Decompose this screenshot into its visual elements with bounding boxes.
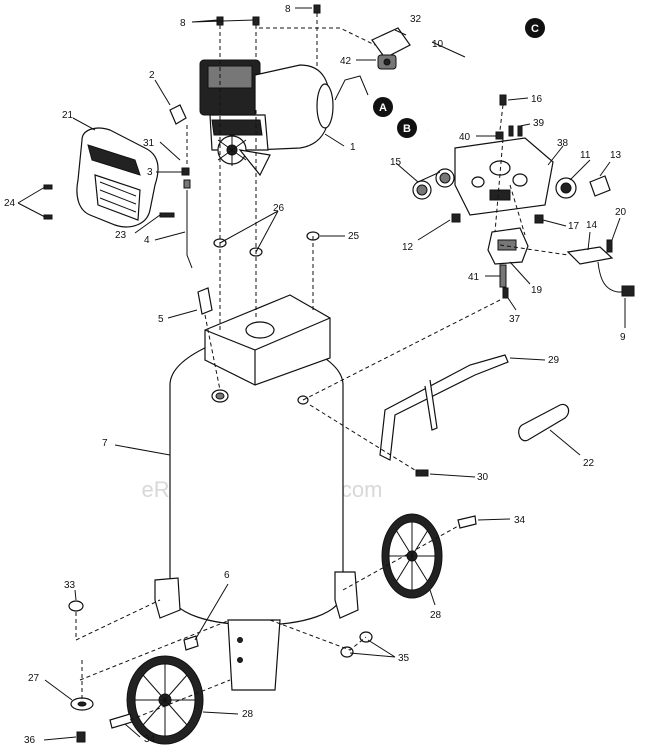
label-24: 24 xyxy=(4,198,16,209)
label-29: 29 xyxy=(548,355,560,366)
motor-pump-assembly xyxy=(199,59,334,177)
svg-text:A: A xyxy=(379,102,387,114)
label-17: 17 xyxy=(568,221,580,232)
handle xyxy=(379,354,570,461)
mount-nuts xyxy=(213,60,501,405)
label-33: 33 xyxy=(64,580,76,591)
hardware-nuts xyxy=(68,599,373,743)
wheel-right xyxy=(381,513,443,599)
label-21: 21 xyxy=(62,110,74,121)
label-32: 32 xyxy=(410,14,422,25)
label-30: 30 xyxy=(477,472,489,483)
power-cord xyxy=(499,184,635,297)
label-2: 2 xyxy=(149,70,155,81)
tubes xyxy=(334,26,521,131)
label-10: 10 xyxy=(432,39,444,50)
tank-feet xyxy=(154,571,359,691)
label-34a: 34 xyxy=(514,515,526,526)
callout-b: B xyxy=(397,118,417,138)
handle-bolt xyxy=(309,404,429,477)
label-40: 40 xyxy=(459,132,471,143)
svg-text:C: C xyxy=(531,23,539,35)
callout-a: A xyxy=(373,97,393,117)
label-39: 39 xyxy=(533,118,545,129)
label-3: 3 xyxy=(147,167,153,178)
label-25: 25 xyxy=(348,231,360,242)
pump-mounting-bracket xyxy=(204,294,331,386)
label-13: 13 xyxy=(610,150,622,161)
label-22: 22 xyxy=(583,458,595,469)
axle-bolts xyxy=(109,515,477,729)
callout-c: C xyxy=(525,18,545,38)
air-filter xyxy=(371,27,411,70)
label-9: 9 xyxy=(620,332,626,343)
label-19: 19 xyxy=(531,285,543,296)
label-12: 12 xyxy=(402,242,414,253)
control-panel xyxy=(454,137,554,216)
label-15: 15 xyxy=(390,157,402,168)
label-6: 6 xyxy=(224,570,230,581)
pressure-gauges xyxy=(412,168,455,200)
label-1: 1 xyxy=(350,142,356,153)
label-14: 14 xyxy=(586,220,598,231)
label-23: 23 xyxy=(115,230,127,241)
label-28a: 28 xyxy=(430,610,442,621)
svg-text:B: B xyxy=(403,123,411,135)
label-5: 5 xyxy=(158,314,164,325)
label-36: 36 xyxy=(24,735,36,746)
label-41: 41 xyxy=(468,272,480,283)
label-11: 11 xyxy=(580,150,591,161)
label-4: 4 xyxy=(144,235,150,246)
label-37: 37 xyxy=(509,314,521,325)
part-number-labels: 1 2 3 4 5 6 7 8 8 9 10 11 12 13 14 15 16… xyxy=(4,4,627,746)
label-31: 31 xyxy=(143,138,155,149)
label-27: 27 xyxy=(28,673,40,684)
label-38: 38 xyxy=(557,138,569,149)
label-8b: 8 xyxy=(285,4,291,15)
label-34b: 34 xyxy=(144,734,156,745)
wheel-left xyxy=(126,655,204,745)
label-8a: 8 xyxy=(180,18,186,29)
pressure-switch xyxy=(487,227,529,299)
label-26: 26 xyxy=(273,203,285,214)
label-35: 35 xyxy=(398,653,410,664)
belt-guard-shroud xyxy=(76,127,159,228)
label-7: 7 xyxy=(102,438,108,449)
label-42: 42 xyxy=(340,56,352,67)
label-20: 20 xyxy=(615,207,627,218)
leader-lines xyxy=(17,7,626,741)
regulator-and-coupler xyxy=(555,175,611,199)
left-side-fittings xyxy=(43,104,221,391)
label-28b: 28 xyxy=(242,709,254,720)
label-16: 16 xyxy=(531,94,543,105)
